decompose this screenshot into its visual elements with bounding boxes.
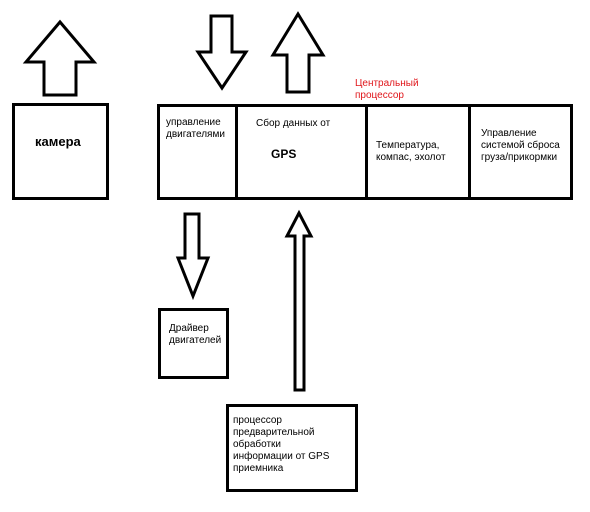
camera-box (12, 103, 109, 200)
gps-preprocessor-box (226, 404, 358, 492)
cpu-cell-motor-control: управление двигателями (166, 117, 225, 140)
motor-driver-box (158, 308, 229, 379)
cpu-cell-drop-system: Управление системой сброса груза/прикорм… (481, 128, 560, 163)
camera-up-arrow (22, 19, 98, 97)
preprocessor-up-arrow (284, 209, 314, 392)
cpu-divider (468, 104, 471, 200)
motor-driver-label: Драйвер двигателей (169, 323, 222, 346)
cpu-divider (365, 104, 368, 200)
gps-preprocessor-label: процессор предварительной обработки инфо… (233, 415, 330, 474)
cpu-title: Центральный процессор (355, 78, 419, 101)
gps-up-arrow (270, 11, 326, 94)
cpu-cell-gps-data: Сбор данных от (256, 118, 331, 129)
motor-control-down-arrow (195, 14, 249, 91)
driver-down-arrow (175, 212, 211, 301)
camera-label: камера (35, 134, 81, 149)
cpu-cell-gps-label: GPS (271, 147, 297, 161)
cpu-divider (235, 104, 238, 200)
cpu-cell-sensors: Температура, компас, эхолот (376, 140, 446, 163)
